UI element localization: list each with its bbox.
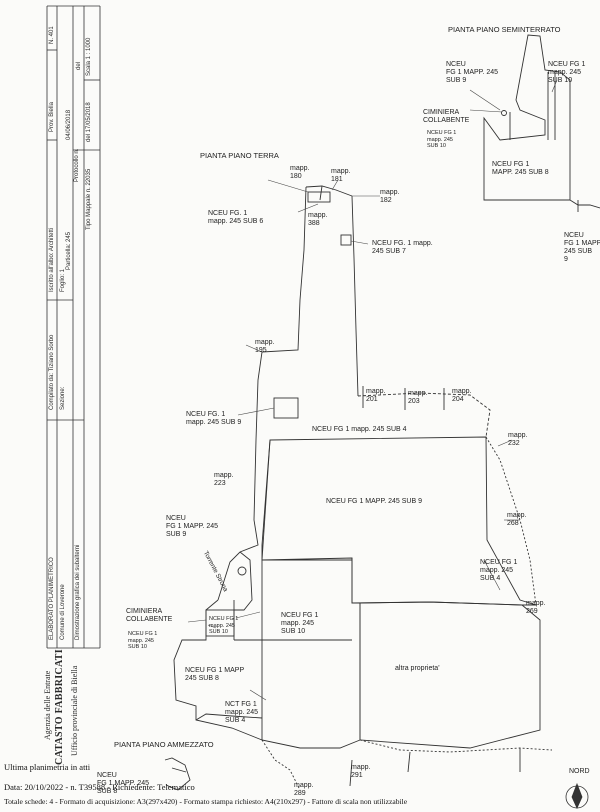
label-sub8-top: NCEU FG 1 MAPP. 245 SUB 8 xyxy=(492,161,549,176)
title-ammezzato: PIANTA PIANO AMMEZZATO xyxy=(114,740,214,749)
leader-lines xyxy=(187,79,558,701)
label-mapp181: mapp. 181 xyxy=(331,168,351,183)
header-particella: Particella: 245 xyxy=(66,231,72,270)
header-del: del xyxy=(76,61,82,70)
header-iscritto: Iscritto all'albo: Architetti xyxy=(49,227,55,292)
label-mapp180: mapp. 180 xyxy=(290,165,310,180)
header-tipo-mappale: Tipo Mappale n. 22035 xyxy=(86,168,92,230)
basement-plan xyxy=(483,34,600,212)
header-foglio: Foglio: 1 xyxy=(60,268,66,292)
label-sub9-left: NCEU FG. 1 mapp. 245 SUB 9 xyxy=(186,411,242,426)
agency-line2: CATASTO FABBRICATI xyxy=(54,649,65,765)
label-sub9-top: NCEU FG 1 MAPP. 245 SUB 9 xyxy=(446,61,499,84)
label-mapp182: mapp. 182 xyxy=(380,189,400,204)
label-mapp204: mapp. 204 xyxy=(452,388,472,403)
label-sub4-right: NCEU FG 1 mapp. 245 SUB 4 xyxy=(480,559,518,582)
label-mapp268: mapp. 268 xyxy=(507,512,527,527)
title-block-frame xyxy=(46,5,101,649)
label-sub6: NCEU FG. 1 mapp. 245 SUB 6 xyxy=(208,210,264,225)
label-sub7: NCEU FG. 1 mapp. 245 SUB 7 xyxy=(372,240,433,255)
label-sub4-main: NCEU FG 1 mapp. 245 SUB 4 xyxy=(312,426,407,433)
label-sub9-mid: NCEU FG 1 MAPP. 245 SUB 9 xyxy=(166,515,219,538)
header-dimostrazione: Dimostrazione grafica dei subalterni xyxy=(75,544,81,640)
header-stamp: 04/06/2018 xyxy=(66,109,72,140)
north-arrow-icon xyxy=(565,782,589,809)
label-mapp195: mapp. 195 xyxy=(255,339,275,354)
label-ciminiera-low: CIMINIERA COLLABENTE xyxy=(126,608,173,623)
label-sub9-right: NCEU FG 1 MAPP 245 SUB 9 xyxy=(564,232,600,263)
label-sub-bottom: NCEU FG 1 MAPP. 245 SUB 8 xyxy=(97,772,150,795)
agency-line3: Ufficio provinciale di Biella xyxy=(70,665,79,756)
header-elaborato: ELABORATO PLANIMETRICO xyxy=(49,557,55,640)
label-mapp388: mapp. 388 xyxy=(308,212,328,227)
label-sub10-top: NCEU FG 1 mapp. 245 SUB 10 xyxy=(548,61,586,84)
label-ciminiera-top: CIMINIERA COLLABENTE xyxy=(423,109,470,124)
header-scala: Scala 1 : 1000 xyxy=(86,37,92,76)
label-mapp201: mapp. 201 xyxy=(366,388,386,403)
header-protocollo: Protocollo n. xyxy=(74,148,80,182)
agency-line1: Agenzia delle Entrate xyxy=(43,670,52,740)
label-sub10-small-top: NCEU FG 1 mapp. 245 SUB 10 xyxy=(427,130,457,149)
north-label: NORD xyxy=(569,768,590,775)
title-terra: PIANTA PIANO TERRA xyxy=(200,151,279,160)
label-sub10-small-b: NCEU FG 1 mapp. 245 SUB 10 xyxy=(209,616,239,635)
label-sub10-main: NCEU FG 1 mapp. 245 SUB 10 xyxy=(281,612,319,635)
label-sub4-low: NCT FG 1 mapp. 245 SUB 4 xyxy=(225,701,259,724)
title-seminterrato: PIANTA PIANO SEMINTERRATO xyxy=(448,25,561,34)
label-sub8-low: NCEU FG 1 MAPP 245 SUB 8 xyxy=(185,667,245,682)
label-sub9-main: NCEU FG 1 MAPP. 245 SUB 9 xyxy=(326,498,422,505)
label-altra: altra proprieta' xyxy=(395,665,440,672)
header-number: N. 401 xyxy=(49,26,55,44)
header-prov: Prov. Biella xyxy=(49,102,55,132)
label-mapp291: mapp. 291 xyxy=(351,764,371,779)
header-comune: Comune di Loverone xyxy=(60,584,66,640)
label-mapp232: mapp. 232 xyxy=(508,432,528,447)
ground-floor-outline xyxy=(164,185,553,791)
header-compilato: Compilato da: Tiziano Sorbo xyxy=(49,334,55,410)
label-sub10-small-a: NCEU FG 1 mapp. 245 SUB 10 xyxy=(128,631,158,650)
footer-line1: Ultima planimetria in atti xyxy=(4,762,91,772)
label-mapp223: mapp. 223 xyxy=(214,472,234,487)
footer-line2: Data: 20/10/2022 - n. T39588 - Richieden… xyxy=(4,782,195,792)
header-sezione: Sezione: xyxy=(60,386,66,410)
label-mapp269: mapp. 269 xyxy=(526,600,546,615)
label-mapp289: mapp. 289 xyxy=(294,782,314,797)
footer-line3: Totale schede: 4 - Formato di acquisizio… xyxy=(4,797,408,806)
label-mapp203: mapp. 203 xyxy=(408,390,428,405)
header-date: del 17/05/2018 xyxy=(86,102,92,142)
